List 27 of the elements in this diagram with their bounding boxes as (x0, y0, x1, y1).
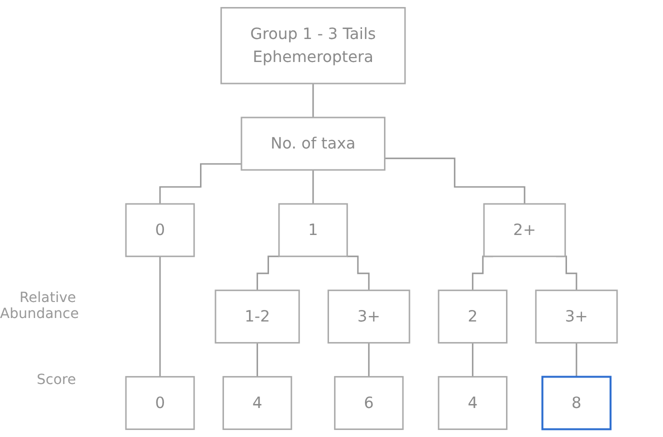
connector (312, 169, 314, 205)
node-box: 2 (438, 290, 508, 344)
node-box: 4 (438, 376, 508, 430)
node-box: 3+ (328, 290, 410, 344)
connector (256, 256, 280, 292)
node-box: 0 (125, 203, 195, 258)
node-box: 1 (278, 203, 348, 258)
connector (256, 342, 258, 378)
node-box: 1-2 (214, 290, 300, 344)
row-label: Relative Abundance (0, 290, 76, 322)
connector (472, 342, 474, 378)
node-box: Group 1 - 3 Tails Ephemeroptera (220, 7, 406, 84)
connector (368, 342, 370, 378)
node-box: 0 (125, 376, 195, 430)
connector (159, 163, 242, 205)
node-box: 4 (222, 376, 292, 430)
connector (159, 256, 161, 378)
connector (576, 342, 578, 378)
node-box: 2+ (483, 203, 566, 258)
row-label: Score (36, 372, 76, 388)
node-box: 8 (541, 376, 612, 430)
node-box: 6 (334, 376, 404, 430)
connector (384, 158, 526, 205)
node-box: 3+ (535, 290, 618, 344)
connector (346, 256, 370, 292)
node-box: No. of taxa (240, 116, 386, 171)
connector (312, 82, 314, 118)
